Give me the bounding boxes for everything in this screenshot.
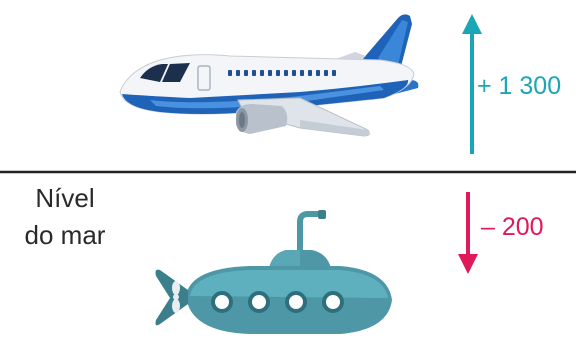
airplane-image — [120, 14, 418, 136]
submarine-image — [156, 210, 393, 334]
sea-level-label-line1: Nível — [0, 180, 130, 217]
sea-level-label-line2: do mar — [0, 217, 130, 254]
airplane-change-label: + 1 300 — [477, 74, 561, 99]
arrow-down-icon — [458, 192, 478, 274]
sea-level-label: Nível do mar — [0, 180, 130, 254]
submarine-change-label: – 200 — [481, 215, 544, 240]
